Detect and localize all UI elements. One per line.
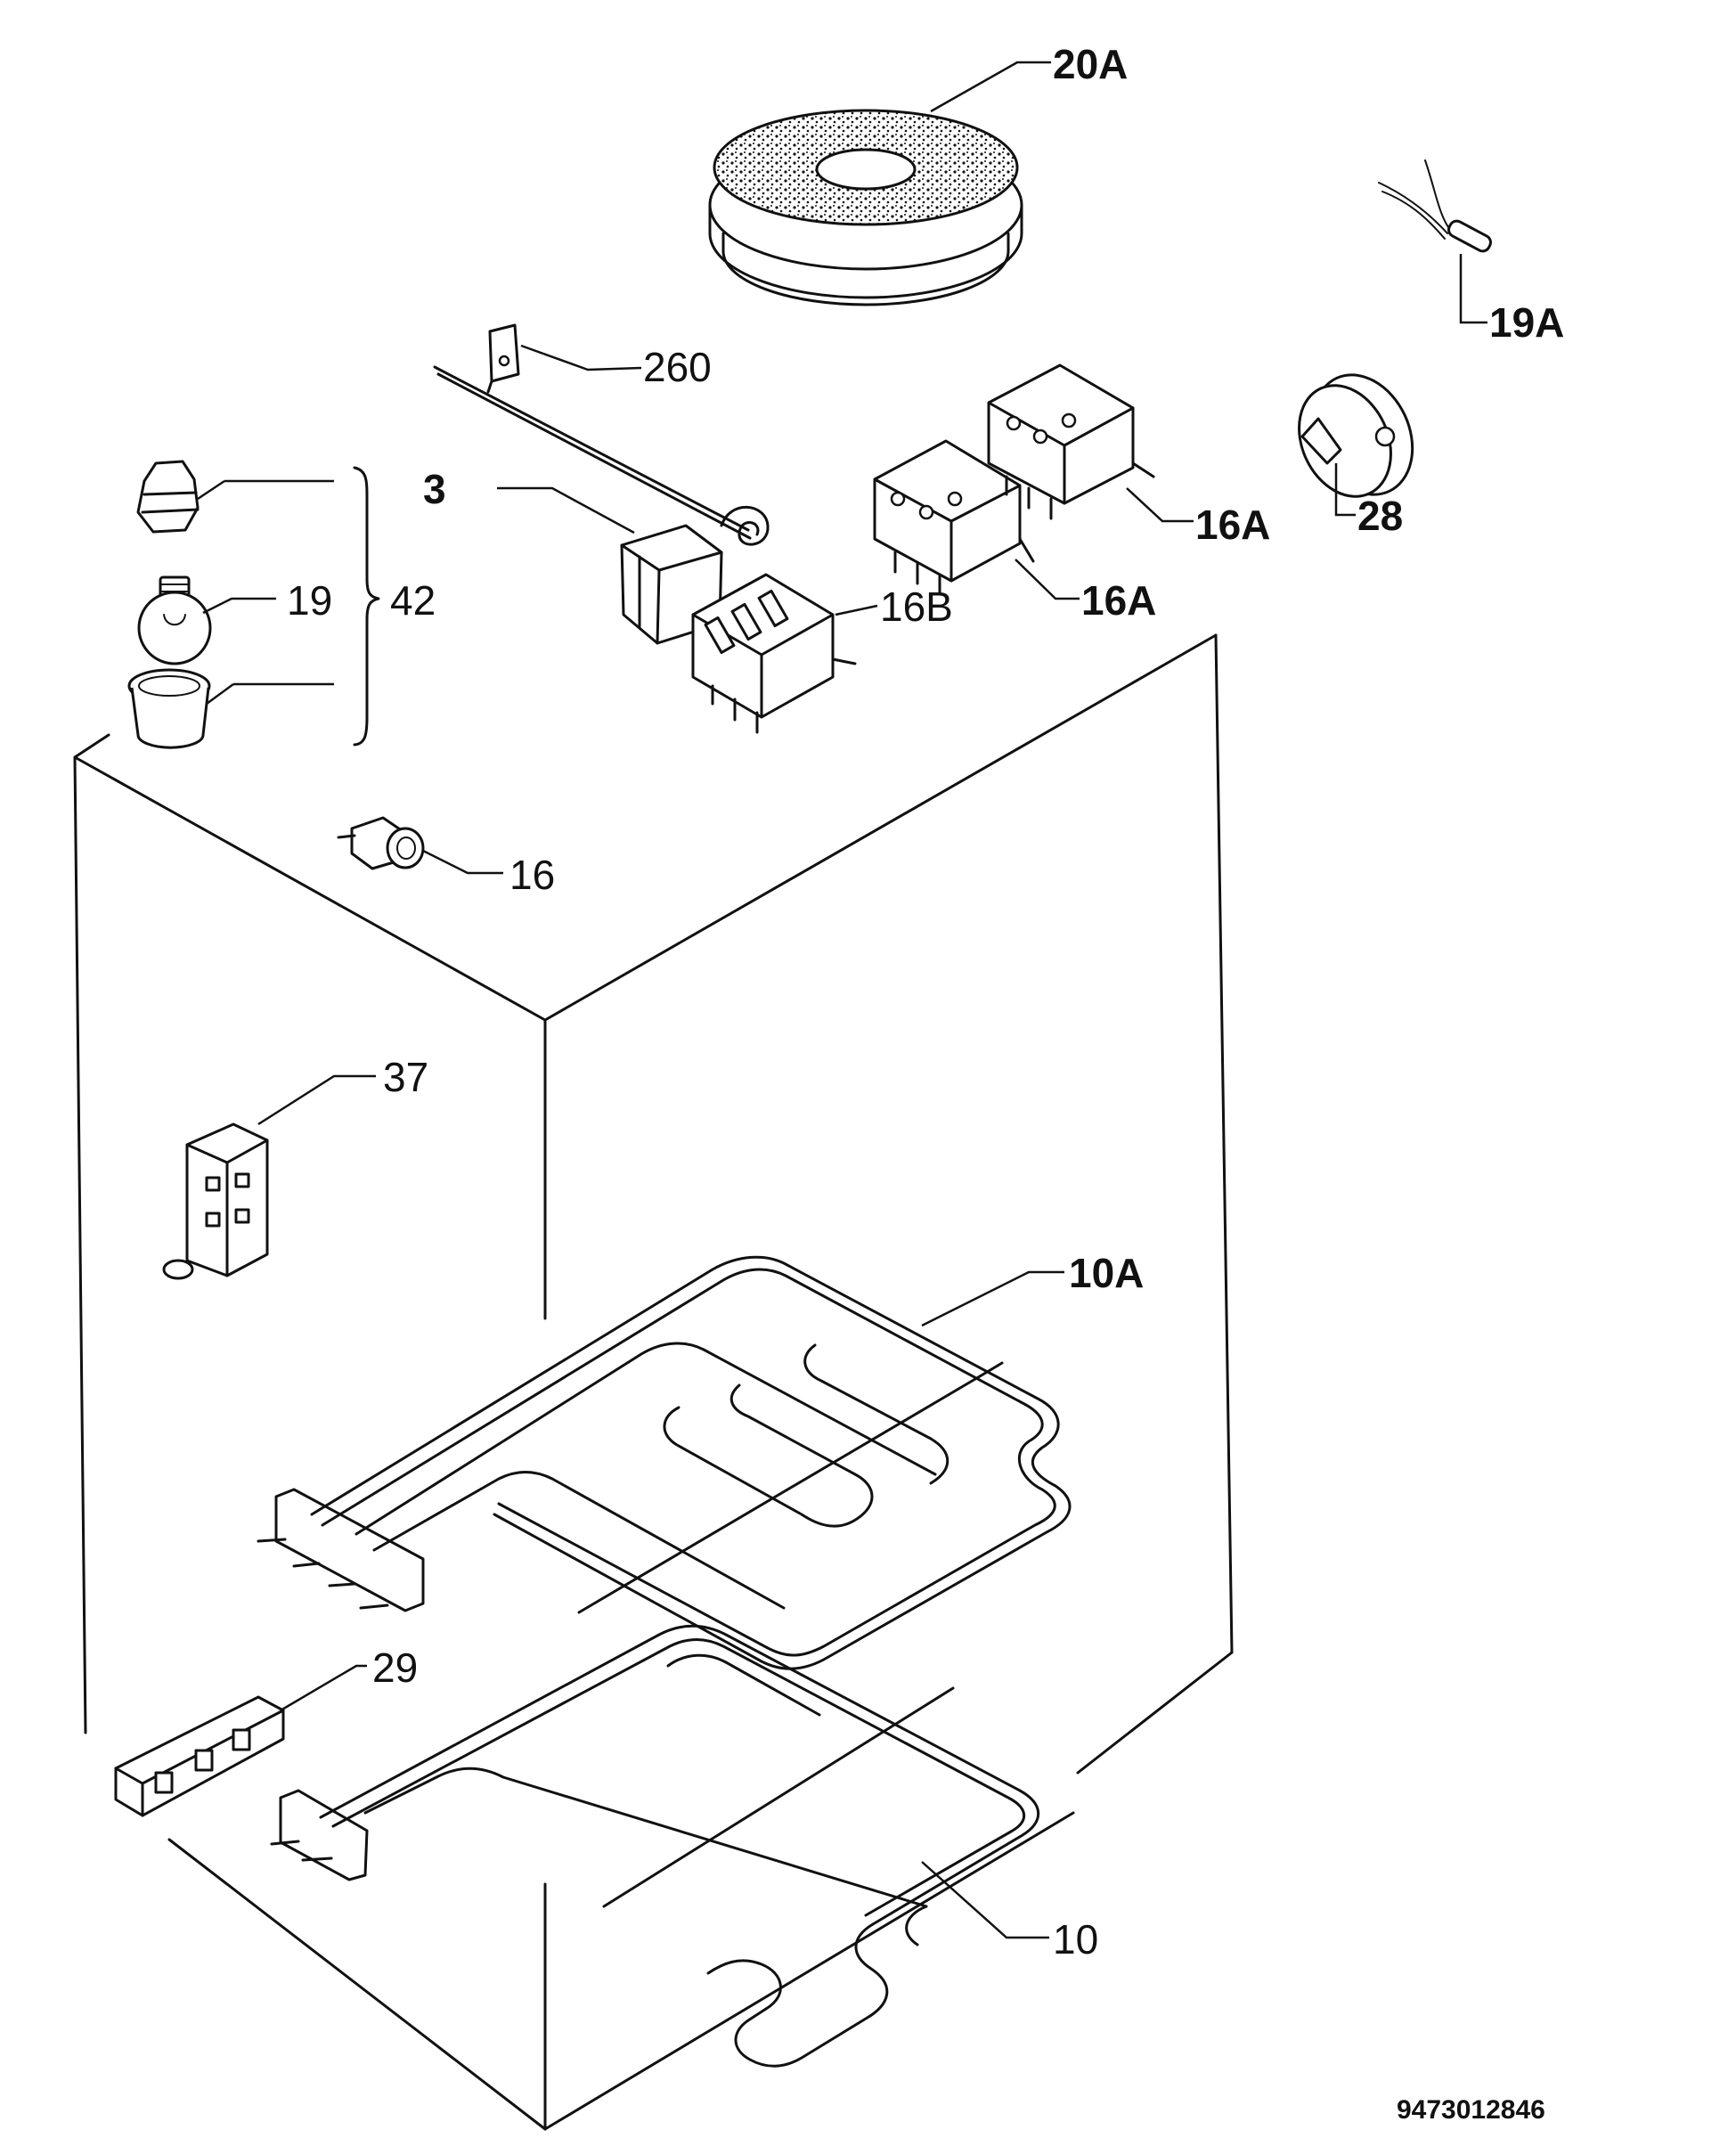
leader-20a [930, 61, 1051, 113]
label-16b: 16B [880, 583, 953, 630]
label-19a: 19A [1489, 299, 1564, 346]
bracket-part-260 [486, 323, 520, 394]
timer-motor-part-28 [1298, 373, 1414, 498]
label-42: 42 [390, 577, 436, 624]
bottom-element-part-10 [270, 1624, 1040, 2068]
leader-16a-upper [1126, 487, 1194, 523]
oven-cabinet-outline [73, 633, 1234, 2131]
leader-29 [280, 1664, 367, 1712]
leader-10a [921, 1270, 1064, 1327]
leader-10 [921, 1861, 1049, 1939]
label-16a-lower: 16A [1081, 577, 1156, 624]
selector-switch-part-16a-upper [987, 363, 1155, 520]
connector-block-part-29 [114, 1695, 285, 1817]
label-28: 28 [1357, 493, 1403, 539]
bracket-42 [353, 466, 380, 747]
leader-3 [497, 486, 635, 534]
indicator-lamp-part-16 [337, 816, 425, 870]
terminal-block-part-37 [162, 1122, 269, 1280]
label-29: 29 [372, 1644, 418, 1691]
leader-19 [202, 597, 276, 615]
leader-16b [835, 604, 878, 616]
leader-lamp-cover [206, 682, 234, 706]
label-20a: 20A [1053, 41, 1128, 87]
label-16a-upper: 16A [1195, 502, 1270, 548]
lamp-holder-part [136, 460, 200, 534]
sensor-probe-part-19a [1378, 159, 1492, 253]
label-10: 10 [1053, 1916, 1098, 1963]
label-10a: 10A [1069, 1250, 1144, 1296]
selector-switch-part-16b [691, 573, 857, 734]
label-3: 3 [423, 466, 446, 512]
selector-switch-part-16a-lower [873, 439, 1035, 594]
leader-28 [1334, 463, 1356, 517]
leader-260 [520, 344, 642, 371]
label-37: 37 [383, 1054, 428, 1100]
leader-16 [422, 849, 503, 875]
lamp-bulb-part-19 [137, 575, 212, 665]
leader-16a-lower [1015, 559, 1080, 600]
hotplate-part-20a [708, 109, 1023, 306]
leader-19a [1459, 254, 1487, 324]
label-16: 16 [509, 852, 555, 898]
label-260: 260 [643, 344, 712, 390]
grill-element-part-10a [257, 1255, 1072, 1670]
label-19: 19 [287, 577, 332, 624]
leader-lamp-holder [197, 479, 225, 501]
leader-37 [257, 1074, 376, 1126]
drawing-code: 9473012846 [1397, 2095, 1545, 2125]
lamp-cover-part [127, 668, 211, 749]
